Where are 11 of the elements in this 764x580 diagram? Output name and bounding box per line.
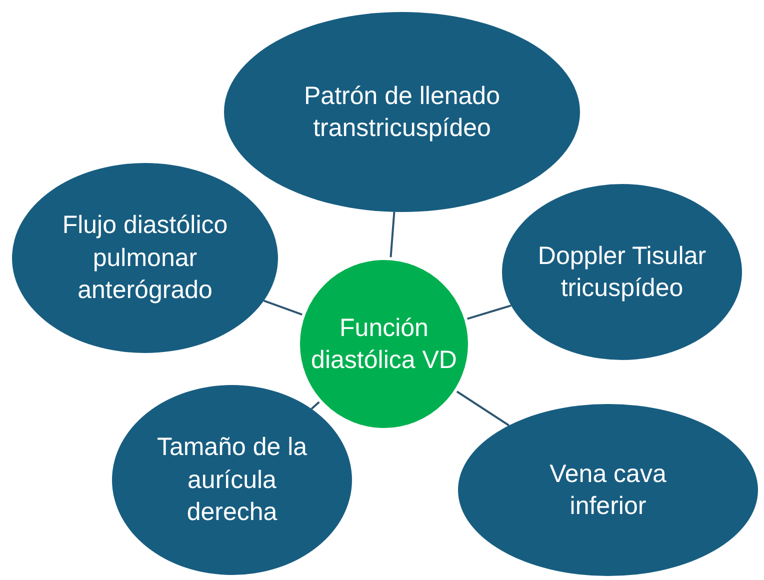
connector-line — [390, 212, 396, 258]
node-label: Vena cava inferior — [548, 458, 668, 522]
node-label: Patrón de llenado transtricuspídeo — [303, 80, 501, 144]
connector-line — [263, 300, 302, 316]
node-label: Flujo diastólico pulmonar anterógrado — [61, 210, 229, 306]
connector-line — [466, 304, 512, 320]
node-label: Doppler Tisular tricuspídeo — [537, 240, 707, 304]
connector-line — [310, 401, 320, 410]
node-label: Tamaño de la aurícula derecha — [156, 432, 308, 528]
connector-line — [456, 390, 510, 426]
node-label: Función diastólica VD — [310, 312, 458, 376]
